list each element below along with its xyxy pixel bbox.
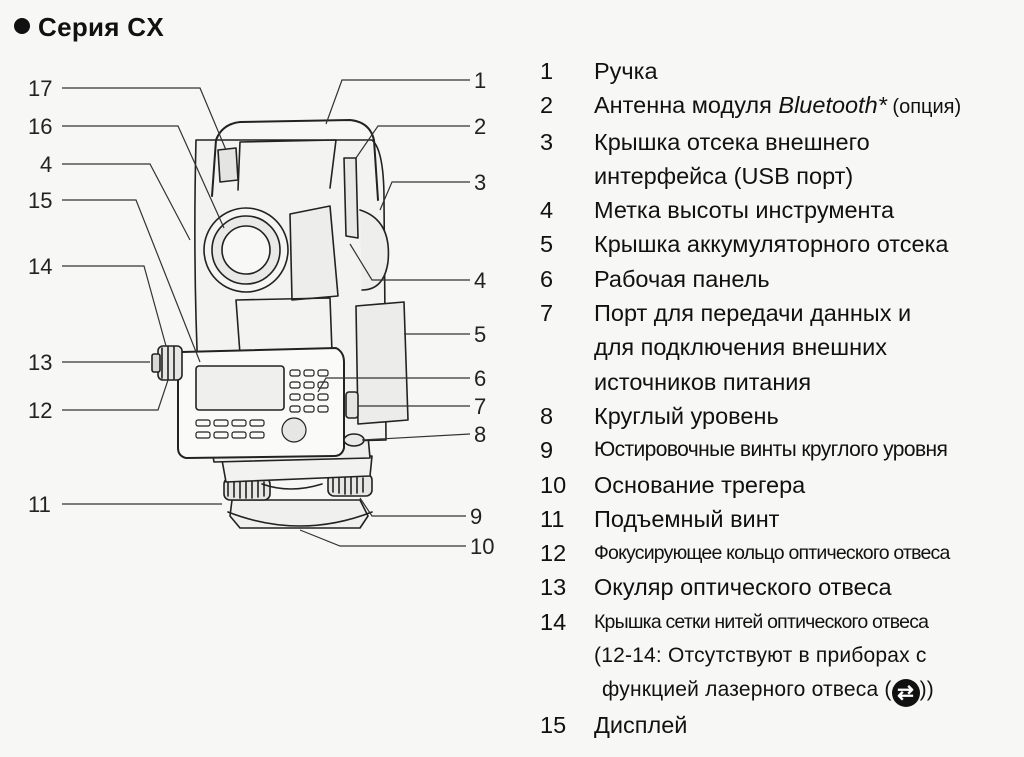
callout-10: 10 — [470, 534, 494, 559]
callout-4b: 4 — [40, 152, 52, 177]
data-port — [345, 391, 359, 419]
legend-number: 2 — [540, 92, 554, 119]
legend-number: 8 — [540, 402, 554, 429]
antenna — [343, 157, 359, 239]
callout-2: 2 — [474, 114, 486, 139]
legend-item: 4 Метка высоты инструмента — [540, 193, 1020, 227]
legend-text-italic: Bluetooth* — [778, 92, 887, 119]
laser-plummet-icon: ⇄ — [891, 679, 920, 708]
legend-number: 4 — [540, 197, 554, 224]
legend-number: 1 — [540, 58, 554, 84]
legend-text: Окуляр оптического отвеса — [594, 574, 892, 601]
legend-item: 5 Крышка аккумуляторного отсека — [540, 227, 1020, 261]
legend-text-part: Антенна модуля — [594, 92, 779, 119]
page-title: Серия CX — [14, 12, 164, 43]
legend-number: 15 — [540, 711, 567, 738]
callout-7: 7 — [474, 394, 486, 419]
optical-plummet — [151, 345, 183, 381]
callout-15: 15 — [28, 188, 52, 213]
callout-9: 9 — [470, 504, 482, 529]
legend-text: Круглый уровень — [594, 402, 779, 429]
tribrach-base — [229, 499, 369, 529]
legend-item: 15 Дисплей — [540, 708, 1020, 742]
legend-text: Крышка сетки нитей оптического отвеса — [594, 610, 929, 633]
legend-item: 3 Крышка отсека внешнего — [540, 125, 1020, 159]
legend-number: 5 — [540, 231, 554, 258]
legend-text: Порт для передачи данных и — [594, 300, 912, 327]
legend-item: 13 Окуляр оптического отвеса — [540, 570, 1020, 604]
parts-legend: 1 Ручка 2 Антенна модуля Bluetooth* (опция… — [540, 54, 1020, 742]
operation-panel — [177, 347, 345, 459]
legend-number: 13 — [540, 574, 567, 601]
total-station-diagram: 1 2 3 4 5 6 7 8 9 10 11 12 13 14 15 4 16… — [28, 68, 494, 559]
legend-number: 9 — [540, 437, 554, 464]
legend-item: 10 Основание трегера — [540, 468, 1020, 502]
callout-6: 6 — [474, 366, 486, 391]
legend-note-line2: функцией лазерного отвеса (⇄)) — [540, 673, 1020, 708]
legend-item: 7 Порт для передачи данных и — [540, 296, 1020, 330]
circular-level — [343, 433, 365, 447]
callout-1: 1 — [474, 68, 486, 93]
legend-text: Фокусирующее кольцо оптического отвеса — [594, 542, 950, 565]
callout-17: 17 — [28, 76, 52, 101]
legend-text: Рабочая панель — [594, 265, 770, 292]
legend-item: 9 Юстировочные винты круглого уровня — [540, 433, 1020, 467]
note-text-part: )) — [919, 678, 934, 702]
callout-11: 11 — [28, 492, 51, 517]
leveling-screw-left — [223, 477, 271, 501]
callout-3: 3 — [474, 170, 486, 195]
legend-number: 11 — [540, 505, 565, 532]
legend-item: 6 Рабочая панель — [540, 262, 1020, 296]
legend-number: 7 — [540, 300, 554, 327]
legend-text: Крышка отсека внешнего — [594, 128, 870, 155]
legend-text: Юстировочные винты круглого уровня — [594, 438, 948, 462]
legend-number: 12 — [540, 540, 567, 567]
legend-item: 1 Ручка — [540, 54, 1020, 88]
legend-number: 10 — [540, 471, 567, 498]
legend-item: 14 Крышка сетки нитей оптического отвеса — [540, 605, 1020, 639]
legend-text-part: (опция) — [886, 96, 962, 119]
note-text-part: функцией лазерного отвеса ( — [602, 678, 892, 702]
legend-item: 2 Антенна модуля Bluetooth* (опция) — [540, 88, 1020, 124]
legend-note-line1: (12-14: Отсутствуют в приборах с — [594, 644, 927, 668]
callout-4: 4 — [474, 268, 486, 293]
telescope-objective — [203, 207, 289, 293]
legend-text: Основание трегера — [594, 471, 806, 498]
legend-text: Антенна модуля Bluetooth* (опция) — [594, 88, 1020, 124]
legend-text: Подъемный винт — [594, 505, 780, 532]
sight — [217, 147, 239, 183]
bullet-icon — [14, 18, 30, 34]
legend-text-continued: интерфейса (USB порт) — [594, 162, 854, 189]
legend-number: 6 — [540, 265, 554, 292]
callout-5: 5 — [474, 322, 486, 347]
legend-text: Метка высоты инструмента — [594, 197, 895, 224]
legend-item: 12 Фокусирующее кольцо оптического отвеса — [540, 536, 1020, 570]
legend-text-continued: для подключения внешних — [594, 334, 887, 361]
callout-12: 12 — [28, 398, 52, 423]
callout-13: 13 — [28, 350, 52, 375]
cursor-pad — [281, 417, 307, 443]
legend-text: Крышка аккумуляторного отсека — [594, 231, 949, 258]
legend-number: 14 — [540, 608, 567, 635]
display — [195, 365, 285, 411]
battery-cover — [355, 301, 409, 425]
callout-14: 14 — [28, 254, 52, 279]
legend-item: 11 Подъемный винт — [540, 502, 1020, 536]
legend-text-continued: источников питания — [594, 368, 812, 395]
callout-8: 8 — [474, 422, 486, 447]
title-text: Серия CX — [38, 12, 165, 42]
callout-16: 16 — [28, 114, 52, 139]
legend-number: 3 — [540, 128, 554, 155]
legend-text: Ручка — [594, 58, 658, 84]
legend-item: 8 Круглый уровень — [540, 399, 1020, 433]
legend-text: Дисплей — [594, 711, 688, 738]
